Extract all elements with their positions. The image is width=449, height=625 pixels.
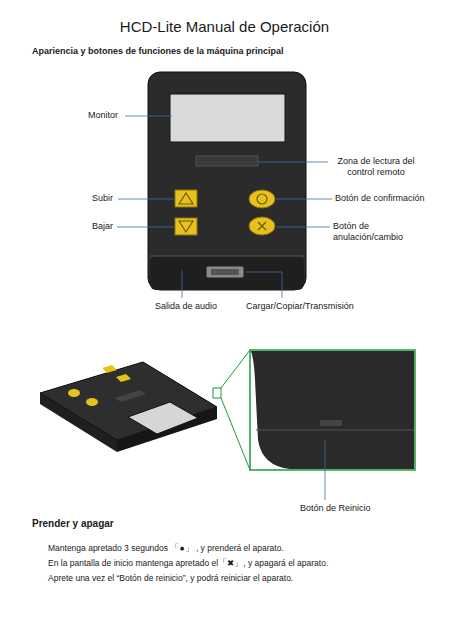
instruction-text: En la pantalla de inicio mantenga apreta… <box>48 558 328 569</box>
part-label: Botón de confirmación <box>335 193 425 204</box>
part-label: Monitor <box>88 110 118 121</box>
section-heading: Prender y apagar <box>32 518 114 531</box>
part-label: Botón de anulación/cambio <box>333 221 417 244</box>
section-heading: Apariencia y botones de funciones de la … <box>32 46 284 57</box>
part-label: Cargar/Copiar/Transmisión <box>246 301 354 312</box>
instruction-text: Mantenga apretado 3 segundos 「●」 , y pre… <box>48 543 284 554</box>
part-label: Zona de lectura del control remoto <box>330 156 422 179</box>
part-label: Bajar <box>92 221 113 232</box>
instruction-text: Aprete una vez el “Botón de reinicio”, y… <box>48 573 293 584</box>
page-title: HCD-Lite Manual de Operación <box>0 18 449 37</box>
part-label: Botón de Reinicio <box>300 503 371 514</box>
part-label: Subir <box>92 193 113 204</box>
part-label: Salida de audio <box>155 301 217 312</box>
